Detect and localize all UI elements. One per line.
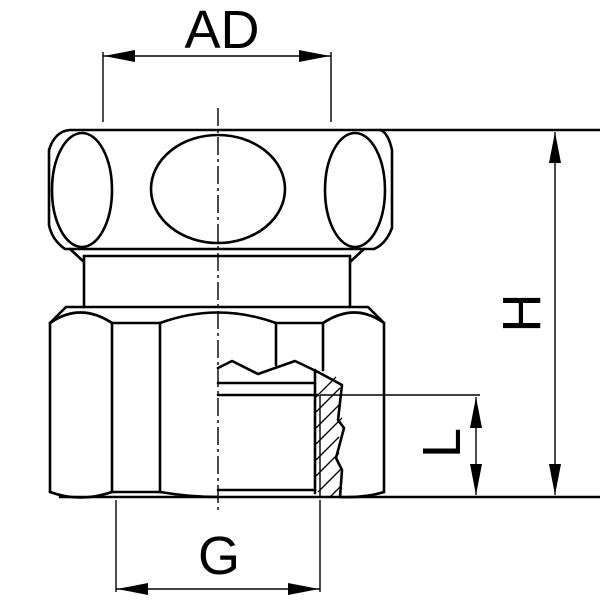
arrow-down-icon bbox=[549, 464, 561, 495]
section-cutaway bbox=[216, 359, 346, 499]
dimension-h: H bbox=[492, 132, 561, 495]
label-l: L bbox=[412, 428, 472, 458]
dimension-ad: AD bbox=[102, 0, 332, 122]
arrow-up-icon bbox=[470, 397, 482, 428]
neck bbox=[68, 247, 366, 309]
upper-nut bbox=[47, 128, 600, 251]
arrow-down-icon bbox=[470, 464, 482, 495]
arrow-left-icon bbox=[117, 583, 148, 595]
label-ad: AD bbox=[184, 0, 259, 60]
label-h: H bbox=[492, 294, 552, 333]
arrow-right-icon bbox=[288, 583, 319, 595]
arrow-right-icon bbox=[299, 50, 330, 62]
label-g: G bbox=[198, 526, 240, 586]
dimension-g: G bbox=[115, 500, 321, 595]
dimension-l: L bbox=[320, 394, 482, 495]
arrow-left-icon bbox=[104, 50, 135, 62]
arrow-up-icon bbox=[549, 132, 561, 163]
